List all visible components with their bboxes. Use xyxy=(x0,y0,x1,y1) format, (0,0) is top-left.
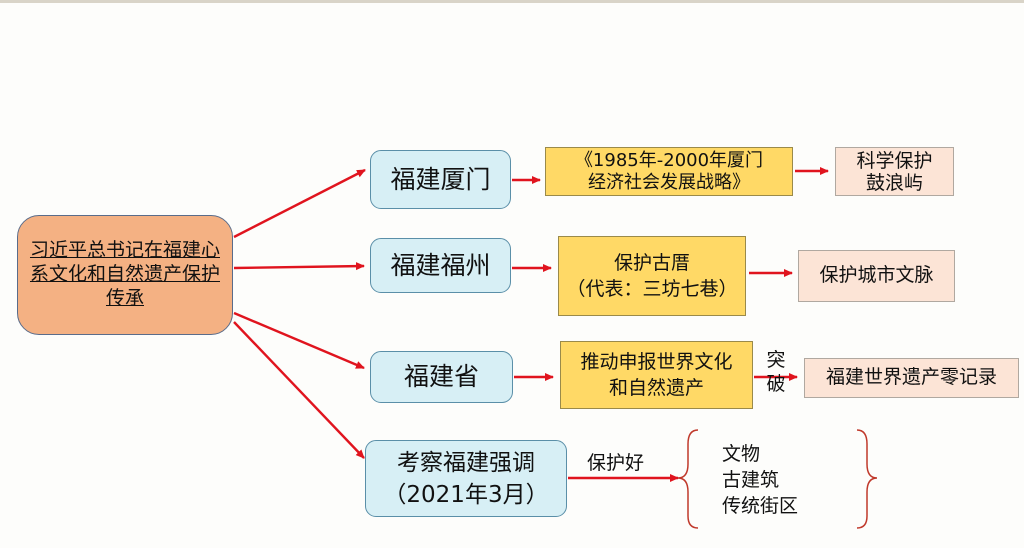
node-protect-city-context: 保护城市文脉 xyxy=(798,250,955,302)
right-brace xyxy=(856,429,878,529)
node-heritage-application: 推动申报世界文化和自然遗产 xyxy=(560,341,753,409)
node-zero-heritage-record-text: 福建世界遗产零记录 xyxy=(825,366,997,389)
node-protect-guzuo-line1: 保护古厝 xyxy=(613,252,690,274)
node-fujian-province: 福建省 xyxy=(370,351,513,403)
label-breakthrough: 突破 xyxy=(766,349,786,395)
node-fujian-xiamen: 福建厦门 xyxy=(370,150,511,209)
node-protect-gulangyu-text: 科学保护鼓浪屿 xyxy=(856,149,933,194)
arrow-root-to-xiamen xyxy=(233,168,366,239)
node-fujian-fuzhou: 福建福州 xyxy=(370,238,511,293)
arrow-root-to-province xyxy=(233,311,365,370)
protection-item: 古建筑 xyxy=(722,469,780,491)
node-inspection-emphasis-line1: 考察福建强调 xyxy=(397,449,535,476)
root-topic: 习近平总书记在福建心系文化和自然遗产保护传承 xyxy=(17,215,233,335)
node-inspection-emphasis: 考察福建强调 （2021年3月） xyxy=(365,440,567,517)
node-fujian-fuzhou-label: 福建福州 xyxy=(390,250,491,280)
node-xiamen-strategy-text: 《1985年-2000年厦门经济社会发展战略》 xyxy=(574,149,764,193)
arrow-root-to-fuzhou xyxy=(233,262,365,271)
protection-items-list: 文物 古建筑 传统街区 xyxy=(722,441,798,519)
protection-item: 文物 xyxy=(722,443,761,465)
node-protect-city-context-text: 保护城市文脉 xyxy=(819,264,934,287)
node-xiamen-strategy: 《1985年-2000年厦门经济社会发展战略》 xyxy=(545,147,793,196)
root-topic-text: 习近平总书记在福建心系文化和自然遗产保护传承 xyxy=(29,239,220,309)
node-heritage-application-text: 推动申报世界文化和自然遗产 xyxy=(580,351,733,399)
node-zero-heritage-record: 福建世界遗产零记录 xyxy=(804,358,1019,398)
left-brace xyxy=(677,429,699,529)
protection-item: 传统街区 xyxy=(722,495,799,517)
node-protect-guzuo: 保护古厝 （代表：三坊七巷） xyxy=(558,236,746,316)
top-border xyxy=(0,0,1024,3)
node-fujian-xiamen-label: 福建厦门 xyxy=(390,164,491,194)
node-fujian-province-label: 福建省 xyxy=(403,362,479,392)
label-protect-well: 保护好 xyxy=(587,452,645,474)
arrow-root-to-inspection xyxy=(233,321,365,459)
node-protect-gulangyu: 科学保护鼓浪屿 xyxy=(835,147,954,196)
node-protect-guzuo-line2: （代表：三坊七巷） xyxy=(566,278,738,300)
node-inspection-emphasis-line2: （2021年3月） xyxy=(383,481,549,508)
